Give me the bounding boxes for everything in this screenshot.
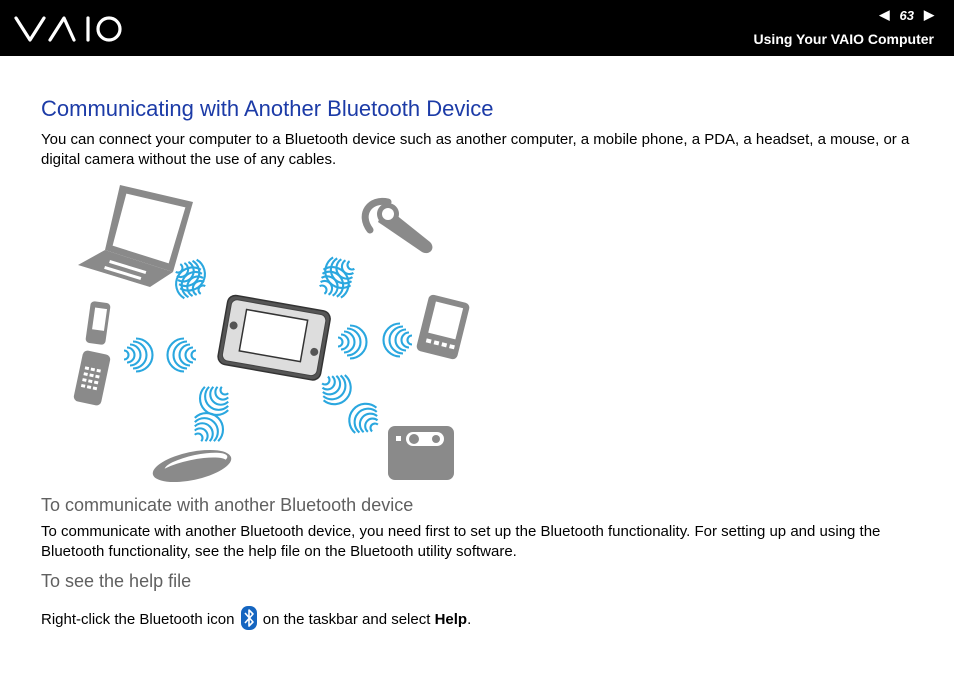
page-number: 63 — [899, 7, 914, 23]
pager: ◀ 63 ▶ — [880, 7, 934, 23]
help-text-before: Right-click the Bluetooth icon — [41, 610, 235, 628]
headset-icon — [361, 197, 433, 254]
bluetooth-devices-illustration — [73, 185, 470, 483]
help-menu-item-name: Help — [434, 610, 468, 628]
subsection-heading-help: To see the help file — [41, 571, 192, 591]
laptop-icon — [78, 185, 193, 287]
help-instructions: Right-click the Bluetooth icon on the ta… — [41, 606, 921, 632]
page-title: Communicating with Another Bluetooth Dev… — [41, 96, 494, 121]
vaio-computer-icon — [217, 294, 331, 381]
subsection-text-communicate: To communicate with another Bluetooth de… — [41, 523, 881, 560]
page-header: ◀ 63 ▶ Using Your VAIO Computer — [0, 0, 954, 56]
mobile-phone-icon — [73, 301, 111, 406]
vaio-logo — [14, 16, 122, 42]
help-text-after: . — [467, 610, 472, 628]
intro-paragraph: You can connect your computer to a Bluet… — [41, 131, 910, 168]
camera-icon — [388, 426, 454, 480]
bluetooth-icon — [240, 606, 257, 630]
pda-icon — [416, 294, 470, 360]
triangle-left-icon[interactable]: ◀ — [879, 7, 890, 22]
section-title: Using Your VAIO Computer — [753, 31, 934, 47]
triangle-right-icon[interactable]: ▶ — [924, 7, 934, 22]
help-text-middle: on the taskbar and select — [258, 610, 435, 628]
subsection-heading-communicate: To communicate with another Bluetooth de… — [41, 495, 414, 515]
mouse-icon — [152, 449, 232, 483]
